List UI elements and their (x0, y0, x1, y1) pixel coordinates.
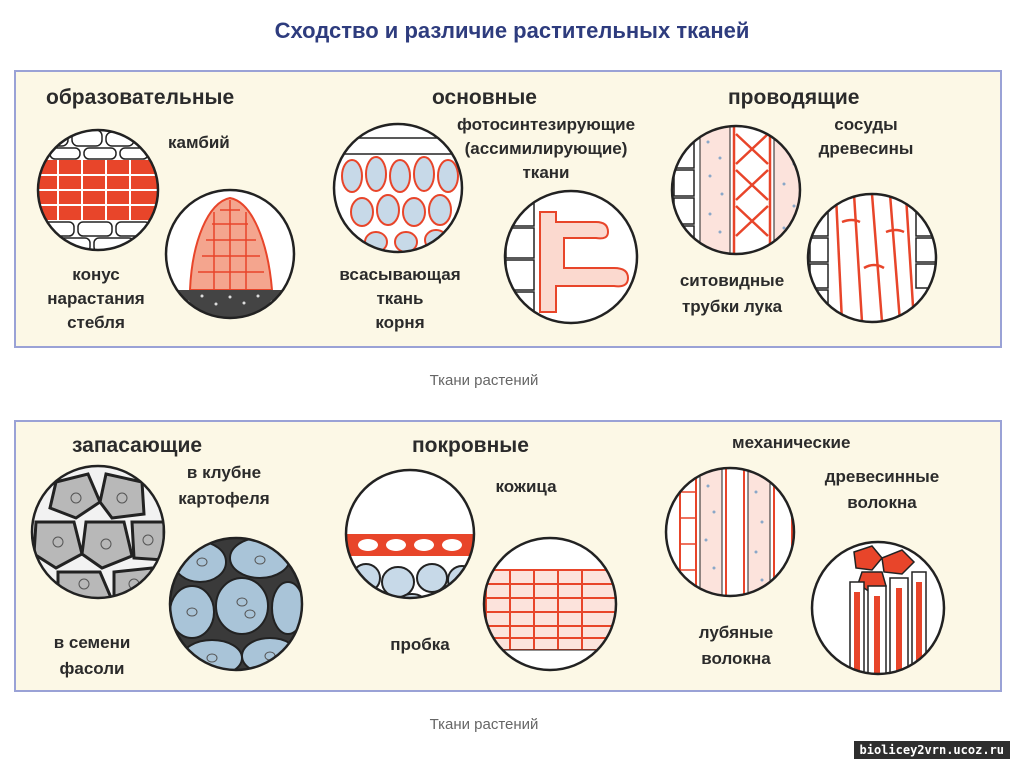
label-skin: кожица (495, 477, 557, 496)
label-sieve-2: трубки лука (682, 297, 783, 316)
label-abs-2: ткань (376, 289, 423, 308)
heading-mechanical: механические (732, 433, 850, 452)
label-cone-1: конус (72, 265, 119, 284)
label-photo-3: ткани (522, 163, 569, 182)
label-bast-2: волокна (701, 649, 771, 668)
heading-educational: образовательные (46, 86, 234, 109)
cork-illustration (482, 536, 618, 672)
bast-fibers-illustration (810, 540, 946, 676)
heading-storage: запасающие (72, 434, 202, 457)
cambium-illustration (36, 128, 160, 252)
label-abs-3: корня (375, 313, 424, 332)
page-title: Сходство и различие растительных тканей (0, 18, 1024, 44)
label-vessels-2: древесины (819, 139, 914, 158)
label-vessels-1: сосуды (834, 115, 897, 134)
heading-integumentary: покровные (412, 434, 529, 457)
tissues-diagram-top: образовательные основные проводящие (16, 72, 1004, 350)
heading-conductive: проводящие (728, 86, 859, 109)
label-bast-1: лубяные (699, 623, 773, 642)
heading-ground: основные (432, 86, 537, 109)
tissues-diagram-bottom: запасающие покровные механические (16, 422, 1004, 694)
label-wood-fibers-1: древесинные (825, 467, 940, 486)
label-tuber-1: в клубне (187, 463, 261, 482)
label-abs-1: всасывающая (339, 265, 460, 284)
label-cambium: камбий (168, 133, 230, 152)
tissues-panel-bottom: запасающие покровные механические (14, 420, 1002, 692)
caption-top: Ткани растений (334, 372, 634, 389)
label-cone-2: нарастания (47, 289, 144, 308)
label-tuber-2: картофеля (178, 489, 269, 508)
bean-seed-cells-illustration (30, 464, 166, 600)
watermark: biolicey2vrn.ucoz.ru (854, 741, 1011, 759)
tissues-panel-top: образовательные основные проводящие (14, 70, 1002, 348)
label-wood-fibers-2: волокна (847, 493, 917, 512)
label-cone-3: стебля (67, 313, 125, 332)
label-photo-1: фотосинтезирующие (457, 115, 635, 134)
label-photo-2: (ассимилирующие) (465, 139, 628, 158)
label-sieve-1: ситовидные (680, 271, 784, 290)
label-seed-2: фасоли (60, 659, 125, 678)
label-seed-1: в семени (54, 633, 131, 652)
label-cork: пробка (390, 635, 450, 654)
caption-bottom: Ткани растений (334, 716, 634, 733)
